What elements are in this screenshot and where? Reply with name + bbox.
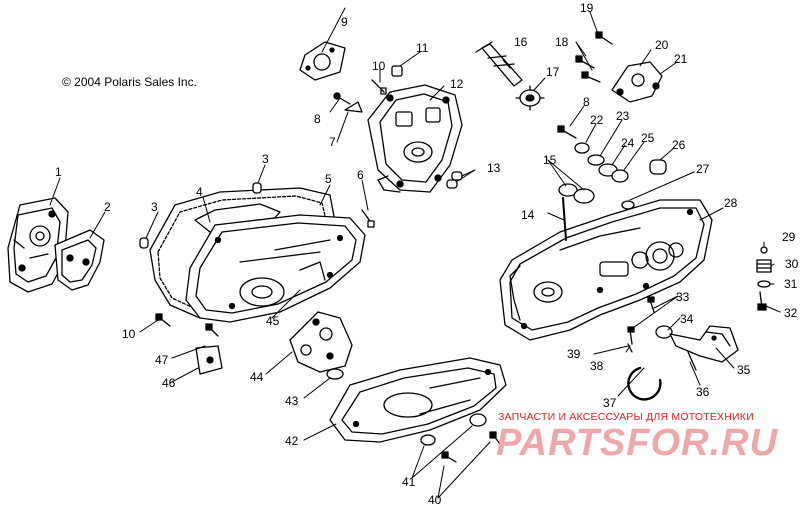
part-seal-cap [446,171,463,189]
part-decor-plate [289,311,353,373]
callout-label: 20 [655,38,669,52]
leader-lines [49,7,781,499]
part-lower-cover [329,357,507,443]
callout-label: 19 [580,1,594,15]
callout-label: 44 [250,370,264,384]
callout-label: 47 [155,353,169,367]
callout-label: 2 [104,200,111,214]
part-rod [562,197,567,241]
part-mount-bracket [611,61,663,103]
callout-label: 10 [122,327,136,341]
part-small-cap [326,368,344,380]
callout-label: 28 [724,196,738,210]
callout-label: 12 [450,77,464,91]
callout-label: 8 [314,112,321,126]
part-crankcase-main [499,199,713,341]
part-seals [557,125,667,210]
callout-label: 31 [784,277,798,291]
callout-label: 3 [151,200,158,214]
callout-labels: 1 2 3 3 4 5 6 7 8 8 9 10 10 11 12 13 14 … [55,1,799,507]
callout-label: 25 [641,131,655,145]
part-bolt [361,209,375,228]
callout-label: 36 [696,385,710,399]
part-crankcase-upper [367,84,463,193]
callout-label: 4 [196,185,203,199]
callout-label: 26 [672,138,686,152]
callout-label: 40 [428,493,442,507]
callout-label: 21 [674,52,688,66]
part-gear [515,85,545,111]
part-bolt [627,296,655,353]
callout-label: 22 [590,113,604,127]
copyright-notice: © 2004 Polaris Sales Inc. [62,75,197,89]
callout-label: 34 [680,312,694,326]
part-dowel [139,182,262,249]
part-outer-cover [185,214,366,323]
watermark-caption: ЗАПЧАСТИ И АКСЕССУАРЫ ДЛЯ МОТОТЕХНИКИ [498,411,754,423]
part-gasket-small [54,229,105,291]
callout-label: 46 [162,376,176,390]
watermark-logo: PARTSFOR.RU [496,422,778,464]
callout-label: 27 [696,162,710,176]
callout-label: 24 [621,136,635,150]
part-clip [155,313,223,375]
callout-label: 39 [567,347,581,361]
callout-label: 9 [341,15,348,29]
part-snap-ring [627,366,662,401]
callout-label: 32 [784,306,798,320]
part-bracket-plate [299,41,346,81]
callout-label: 1 [55,165,62,179]
callout-label: 16 [514,35,528,49]
callout-label: 5 [325,172,332,186]
callout-label: 11 [416,41,429,55]
callout-label: 18 [555,35,569,49]
callout-label: 42 [285,434,299,448]
callout-label: 3 [262,152,269,166]
callout-label: 15 [543,153,557,167]
callout-label: 7 [329,135,336,149]
callout-label: 33 [676,290,690,304]
callout-label: 8 [583,95,590,109]
callout-label: 38 [590,359,604,373]
callout-label: 43 [285,394,299,408]
part-sensor-unit [655,325,739,371]
callout-label: 35 [737,363,751,377]
callout-label: 30 [785,257,799,271]
callout-label: 6 [357,168,364,182]
part-bolt [575,31,613,83]
part-cover-left-small [7,197,69,293]
part-kickstart-shaft [475,41,523,87]
callout-label: 14 [521,208,535,222]
callout-label: 37 [603,396,617,410]
part-plug-stack [756,246,772,311]
callout-label: 45 [266,314,280,328]
callout-label: 13 [487,161,501,175]
callout-label: 23 [616,109,630,123]
callout-label: 29 [782,230,796,244]
part-bolt [420,413,501,463]
callout-label: 17 [546,65,560,79]
part-small-fasteners [333,65,403,113]
callout-label: 10 [372,59,386,73]
callout-label: 41 [402,475,416,489]
